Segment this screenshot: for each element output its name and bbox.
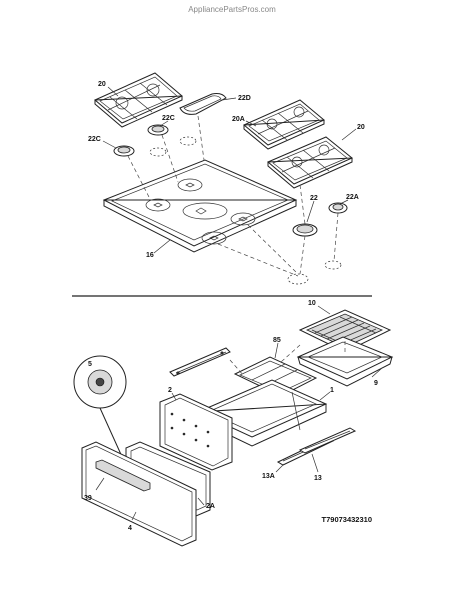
bottom-leader-lines (229, 340, 346, 377)
label-10: 10 (308, 300, 316, 307)
label-13a: 13A (262, 473, 275, 480)
grate-right-front[interactable] (267, 136, 353, 189)
burner-cap-22c-a[interactable] (147, 124, 169, 136)
broil-pan-insert[interactable] (298, 309, 392, 353)
grate-left[interactable] (94, 72, 183, 128)
drawer-front-panel[interactable] (81, 441, 197, 547)
label-16: 16 (146, 252, 154, 259)
broil-pan[interactable] (296, 336, 394, 387)
label-1: 1 (330, 387, 334, 394)
label-20-right: 20 (357, 124, 365, 131)
knob-detail[interactable] (73, 355, 129, 471)
label-4: 4 (128, 525, 132, 532)
label-22c-lower: 22C (88, 136, 101, 143)
cooktop-panel[interactable] (102, 159, 298, 253)
grate-right-rear[interactable] (243, 99, 325, 150)
drawer-rail-13[interactable] (298, 427, 357, 454)
drawer-back-panel[interactable] (159, 393, 233, 471)
label-5: 5 (88, 361, 92, 368)
label-2a: 2A (206, 503, 215, 510)
label-22c-upper: 22C (162, 115, 175, 122)
label-20a: 20A (232, 116, 245, 123)
diagram-code: T79073432310 (322, 515, 372, 524)
watermark: AppliancePartsPros.com (188, 5, 276, 14)
burner-cap-22c-b[interactable] (113, 145, 135, 157)
rack-slide[interactable] (169, 347, 231, 377)
label-13: 13 (314, 475, 322, 482)
burner-cap-22a[interactable] (328, 202, 348, 214)
label-22: 22 (310, 195, 318, 202)
burner-cap-ghost-a (149, 136, 197, 157)
label-22d: 22D (238, 95, 251, 102)
griddle-cover[interactable] (179, 93, 227, 115)
callouts: 20 22D 22C 20A 20 22C 22 22A 16 10 85 5 … (84, 81, 383, 532)
label-2: 2 (168, 387, 172, 394)
label-9: 9 (374, 380, 378, 387)
label-22a: 22A (346, 194, 359, 201)
burner-cap-22[interactable] (292, 223, 318, 237)
burner-cap-ghost-b (287, 260, 342, 285)
label-20-left: 20 (98, 81, 106, 88)
label-85: 85 (273, 337, 281, 344)
top-leader-lines (127, 115, 339, 277)
label-39: 39 (84, 495, 92, 502)
